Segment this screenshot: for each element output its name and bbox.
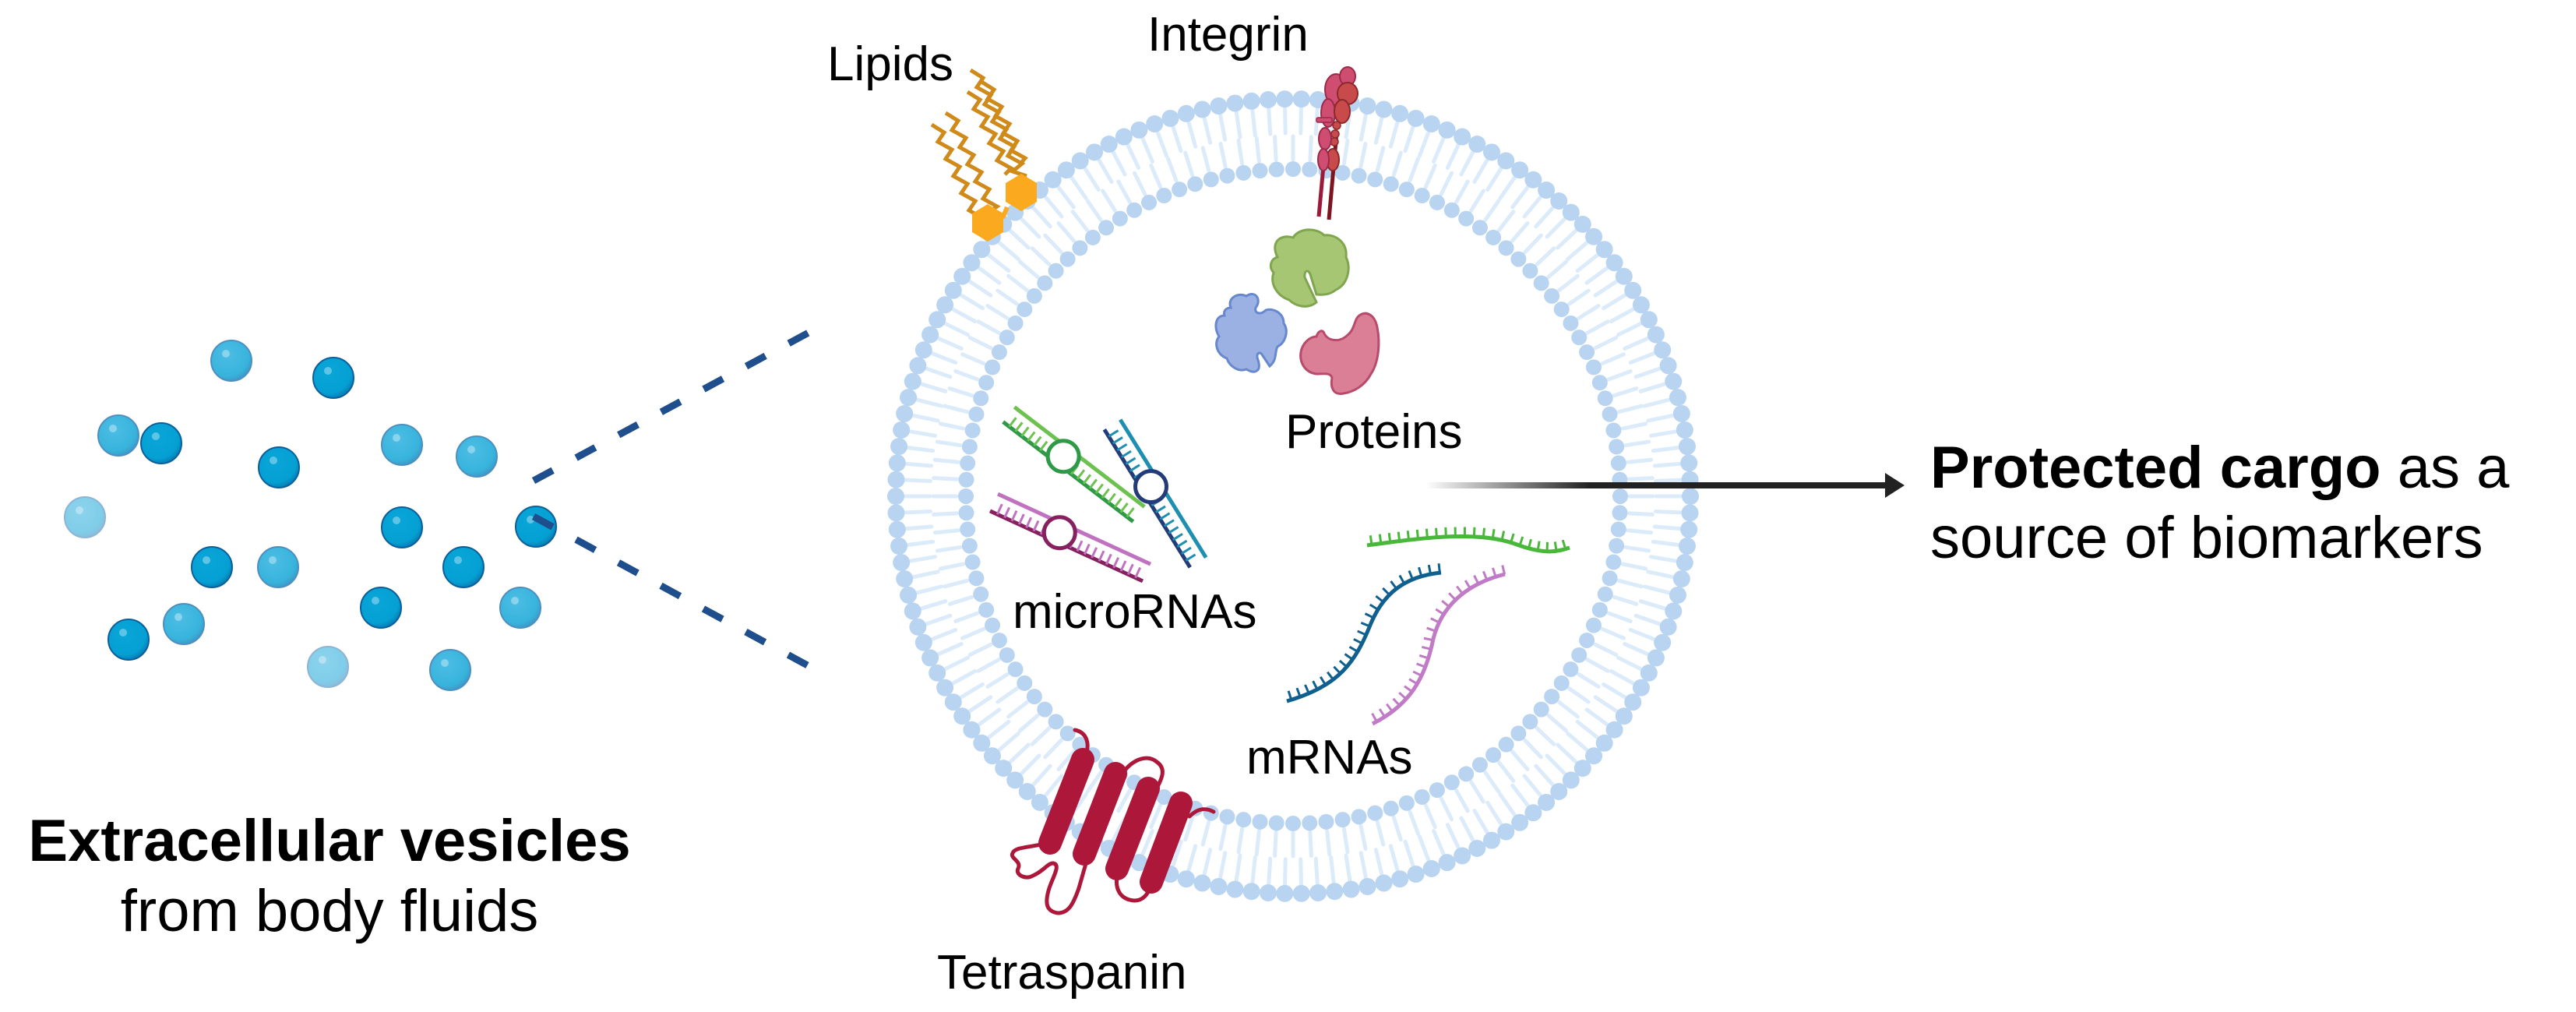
microrna-hairpin	[988, 492, 1152, 584]
zoom-dashed-lines	[531, 318, 833, 681]
vesicle-sphere-icon	[64, 496, 106, 538]
protein-pink	[1299, 312, 1380, 395]
label-integrin: Integrin	[1147, 8, 1309, 62]
vesicle-sphere-icon	[257, 546, 299, 588]
label-tetraspanin: Tetraspanin	[937, 946, 1187, 1000]
vesicle-sphere-icon	[163, 603, 205, 645]
vesicle-sphere-icon	[360, 587, 402, 629]
right-caption: Protected cargo as a source of biomarker…	[1930, 433, 2509, 573]
vesicle-sphere-icon	[312, 357, 354, 399]
vesicle-sphere-icon	[456, 435, 498, 478]
vesicle-cluster	[64, 340, 557, 691]
microrna-hairpin-icon	[988, 405, 1208, 584]
integrin-receptor-icon	[1316, 66, 1358, 220]
arrow-right-icon	[1425, 473, 1905, 498]
tetraspanin-icon	[1010, 728, 1216, 915]
zoom-line-top	[531, 318, 833, 484]
vesicle-sphere-icon	[429, 649, 471, 691]
mrna-strand	[1371, 565, 1506, 726]
right-caption-line2: source of biomarkers	[1930, 504, 2483, 571]
vesicle-sphere-icon	[499, 587, 541, 629]
mrna-strand	[1286, 563, 1442, 703]
left-caption: Extracellular vesicles from body fluids	[6, 806, 653, 946]
vesicle-sphere-icon	[210, 340, 252, 382]
microrna-hairpin	[1102, 418, 1208, 569]
left-caption-title: Extracellular vesicles	[28, 808, 631, 874]
vesicle-sphere-icon	[381, 424, 423, 466]
zoom-line-bottom	[531, 513, 833, 681]
label-micrornas: microRNAs	[1013, 585, 1257, 639]
vesicle-sphere-icon	[515, 506, 557, 548]
vesicle-sphere-icon	[258, 446, 300, 488]
protein-blue	[1214, 293, 1288, 373]
vesicle-sphere-icon	[97, 414, 139, 457]
right-caption-line1: Protected cargo as a	[1930, 435, 2510, 501]
protein-blob-icon	[1214, 228, 1380, 395]
vesicle-sphere-icon	[381, 506, 423, 548]
label-proteins: Proteins	[1285, 405, 1463, 459]
left-caption-subtitle: from body fluids	[120, 877, 539, 944]
protein-green	[1269, 228, 1350, 308]
vesicle-sphere-icon	[107, 619, 150, 661]
label-lipids: Lipids	[827, 37, 953, 91]
microrna-hairpin	[1002, 405, 1146, 524]
lipid-hexagon-icon	[930, 68, 1037, 242]
vesicle-sphere-icon	[191, 546, 233, 588]
mrna-strand	[1366, 527, 1570, 554]
mrna-strand-icon	[1286, 527, 1570, 726]
vesicle-sphere-icon	[442, 546, 485, 588]
vesicle-sphere-icon	[307, 646, 349, 688]
label-mrnas: mRNAs	[1246, 731, 1413, 785]
vesicle-sphere-icon	[140, 422, 182, 464]
